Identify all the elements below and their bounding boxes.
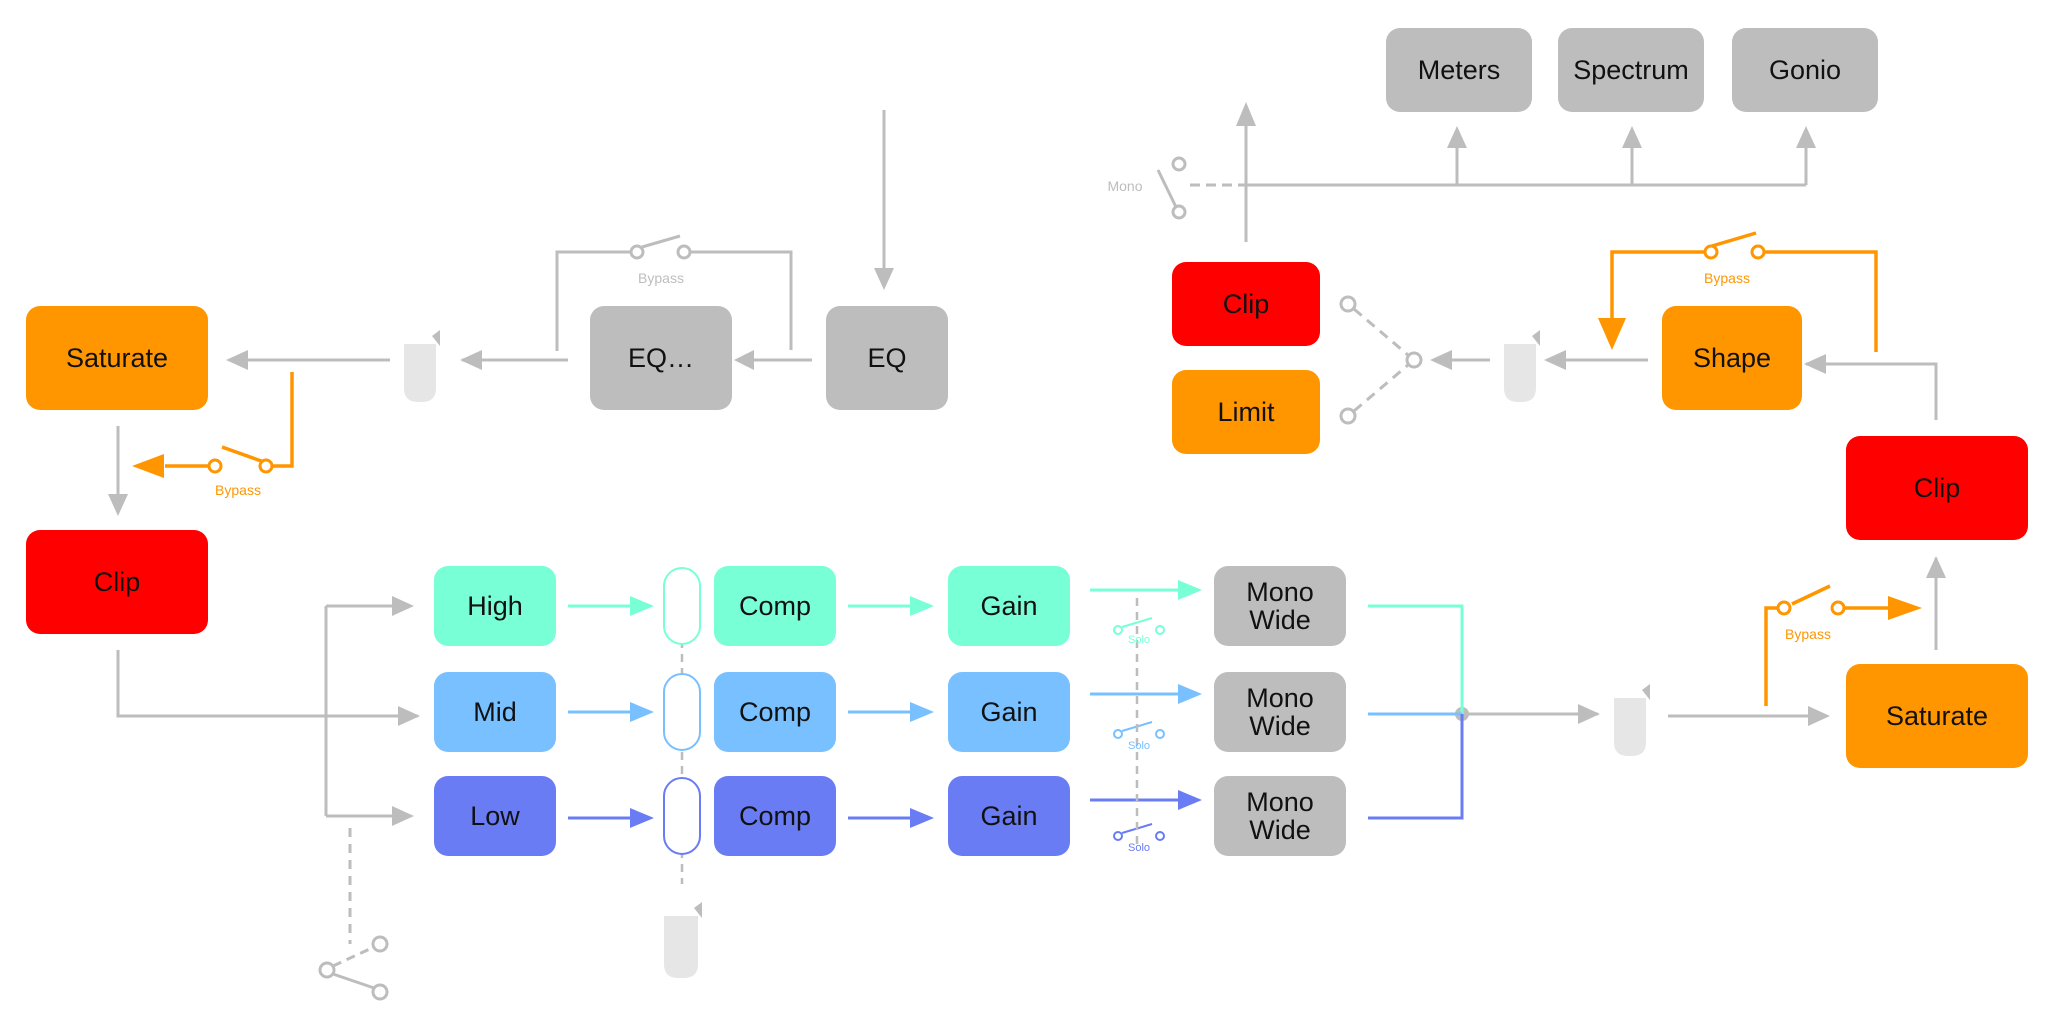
band-mid-lines <box>568 684 1462 739</box>
monowide-high-line2: Wide <box>1249 605 1311 635</box>
band-mid-block[interactable]: Mid <box>434 672 556 752</box>
fader-handle-output <box>1504 344 1536 402</box>
band-high-block[interactable]: High <box>434 566 556 646</box>
band-low-block[interactable]: Low <box>434 776 556 856</box>
shape-block[interactable]: Shape <box>1662 306 1802 410</box>
monowide-high-block[interactable]: Mono Wide <box>1214 566 1346 646</box>
fader-handle-sidechain <box>664 916 698 978</box>
limit-block[interactable]: Limit <box>1172 370 1320 454</box>
bypass-eq-label: Bypass <box>638 270 684 286</box>
comp-high-block[interactable]: Comp <box>714 566 836 646</box>
switch-mono[interactable] <box>1156 156 1246 220</box>
gain-mid-block[interactable]: Gain <box>948 672 1070 752</box>
clip-left-block[interactable]: Clip <box>26 530 208 634</box>
eq-block[interactable]: EQ <box>826 306 948 410</box>
saturate-top-block[interactable]: Saturate <box>26 306 208 410</box>
monowide-high-line1: Mono <box>1246 576 1314 607</box>
grey-arrowheads <box>108 102 1946 826</box>
comp-mid-block[interactable]: Comp <box>714 672 836 752</box>
switch-eq-bypass[interactable] <box>629 234 692 260</box>
fader-handle-sum <box>1614 698 1646 756</box>
solo-mid-label: Solo <box>1127 740 1151 752</box>
meters-block[interactable]: Meters <box>1386 28 1532 112</box>
bypass-saturate-right-label: Bypass <box>1785 626 1831 642</box>
monowide-low-block[interactable]: Mono Wide <box>1214 776 1346 856</box>
saturate-right-block[interactable]: Saturate <box>1846 664 2028 768</box>
switch-clip-limit-selector[interactable] <box>1339 295 1423 425</box>
orange-arrowheads <box>132 318 1922 620</box>
switch-crossover-selector[interactable] <box>318 828 389 1001</box>
band-low-lines <box>568 714 1464 841</box>
orange-switch-contacts[interactable] <box>207 244 1846 616</box>
fader-handles[interactable] <box>404 330 1650 978</box>
spectrum-block[interactable]: Spectrum <box>1558 28 1704 112</box>
sidechain-pill-high[interactable] <box>663 567 701 645</box>
bypass-saturate-label: Bypass <box>215 482 261 498</box>
monowide-mid-line1: Mono <box>1246 682 1314 713</box>
eq-more-block[interactable]: EQ… <box>590 306 732 410</box>
band-high-lines <box>568 580 1464 714</box>
sidechain-pill-low[interactable] <box>663 777 701 855</box>
clip-right-block[interactable]: Clip <box>1846 436 2028 540</box>
solo-low-label: Solo <box>1127 842 1151 854</box>
monowide-mid-line2: Wide <box>1249 711 1311 741</box>
gain-low-block[interactable]: Gain <box>948 776 1070 856</box>
monowide-low-line2: Wide <box>1249 815 1311 845</box>
clip-output-block[interactable]: Clip <box>1172 262 1320 346</box>
gain-high-block[interactable]: Gain <box>948 566 1070 646</box>
bypass-shape-label: Bypass <box>1704 270 1750 286</box>
comp-low-block[interactable]: Comp <box>714 776 836 856</box>
gonio-block[interactable]: Gonio <box>1732 28 1878 112</box>
solo-high-label: Solo <box>1127 634 1151 646</box>
monowide-low-line1: Mono <box>1246 786 1314 817</box>
sidechain-pill-mid[interactable] <box>663 673 701 751</box>
mono-label: Mono <box>1107 178 1143 194</box>
monowide-mid-block[interactable]: Mono Wide <box>1214 672 1346 752</box>
fader-handle-input <box>404 344 436 402</box>
orange-bypass-lines <box>165 231 1896 706</box>
